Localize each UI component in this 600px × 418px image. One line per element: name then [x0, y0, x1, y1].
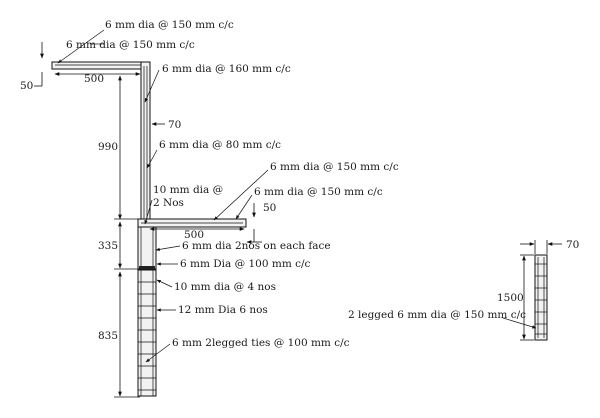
dim-50-beam: 50 — [263, 202, 276, 214]
dim-70-wall: 70 — [168, 119, 181, 131]
dim-70-side: 70 — [566, 239, 579, 251]
label-dia-100: 6 mm Dia @ 100 mm c/c — [180, 258, 311, 270]
column-junction — [137, 226, 157, 270]
label-10mm-bar: 10 mm dia @ — [153, 184, 223, 196]
label-beam-bar-1: 6 mm dia @ 150 mm c/c — [270, 161, 399, 173]
leader-lines — [57, 29, 269, 363]
label-beam-bar-2: 6 mm dia @ 150 mm c/c — [254, 186, 383, 198]
vertical-wall — [140, 61, 151, 221]
label-2nos-each-face: 6 mm dia 2nos on each face — [182, 240, 331, 252]
dim-500-beam: 500 — [184, 229, 204, 241]
dim-50-top: 50 — [20, 80, 33, 92]
dim-335: 335 — [98, 240, 118, 252]
label-side-ties: 2 legged 6 mm dia @ 150 mm c/c — [348, 309, 526, 321]
dim-1500: 1500 — [497, 292, 524, 304]
label-ties: 6 mm 2legged ties @ 100 mm c/c — [172, 337, 350, 349]
column-ties — [138, 281, 156, 391]
top-slab — [51, 61, 151, 70]
label-top-bar-2: 6 mm dia @ 150 mm c/c — [66, 39, 195, 51]
lower-column — [137, 269, 157, 397]
label-top-bar-1: 6 mm dia @ 150 mm c/c — [105, 19, 234, 31]
side-section — [502, 240, 562, 341]
label-12mm-6nos: 12 mm Dia 6 nos — [178, 304, 268, 316]
label-10mm-nos: 2 Nos — [153, 197, 184, 209]
annotation-labels: 6 mm dia @ 150 mm c/c 6 mm dia @ 150 mm … — [66, 19, 526, 349]
dim-990: 990 — [98, 141, 118, 153]
dimension-lines — [34, 42, 262, 398]
label-wall-top-bar: 6 mm dia @ 160 mm c/c — [162, 63, 291, 75]
label-wall-mid-bar: 6 mm dia @ 80 mm c/c — [159, 139, 281, 151]
dimension-values: 500 50 70 990 335 835 500 50 1500 70 — [20, 73, 579, 342]
label-10mm-4nos: 10 mm dia @ 4 nos — [174, 281, 276, 293]
dim-835: 835 — [98, 330, 118, 342]
beam-ledge — [137, 218, 247, 228]
dim-500-top: 500 — [84, 73, 104, 85]
